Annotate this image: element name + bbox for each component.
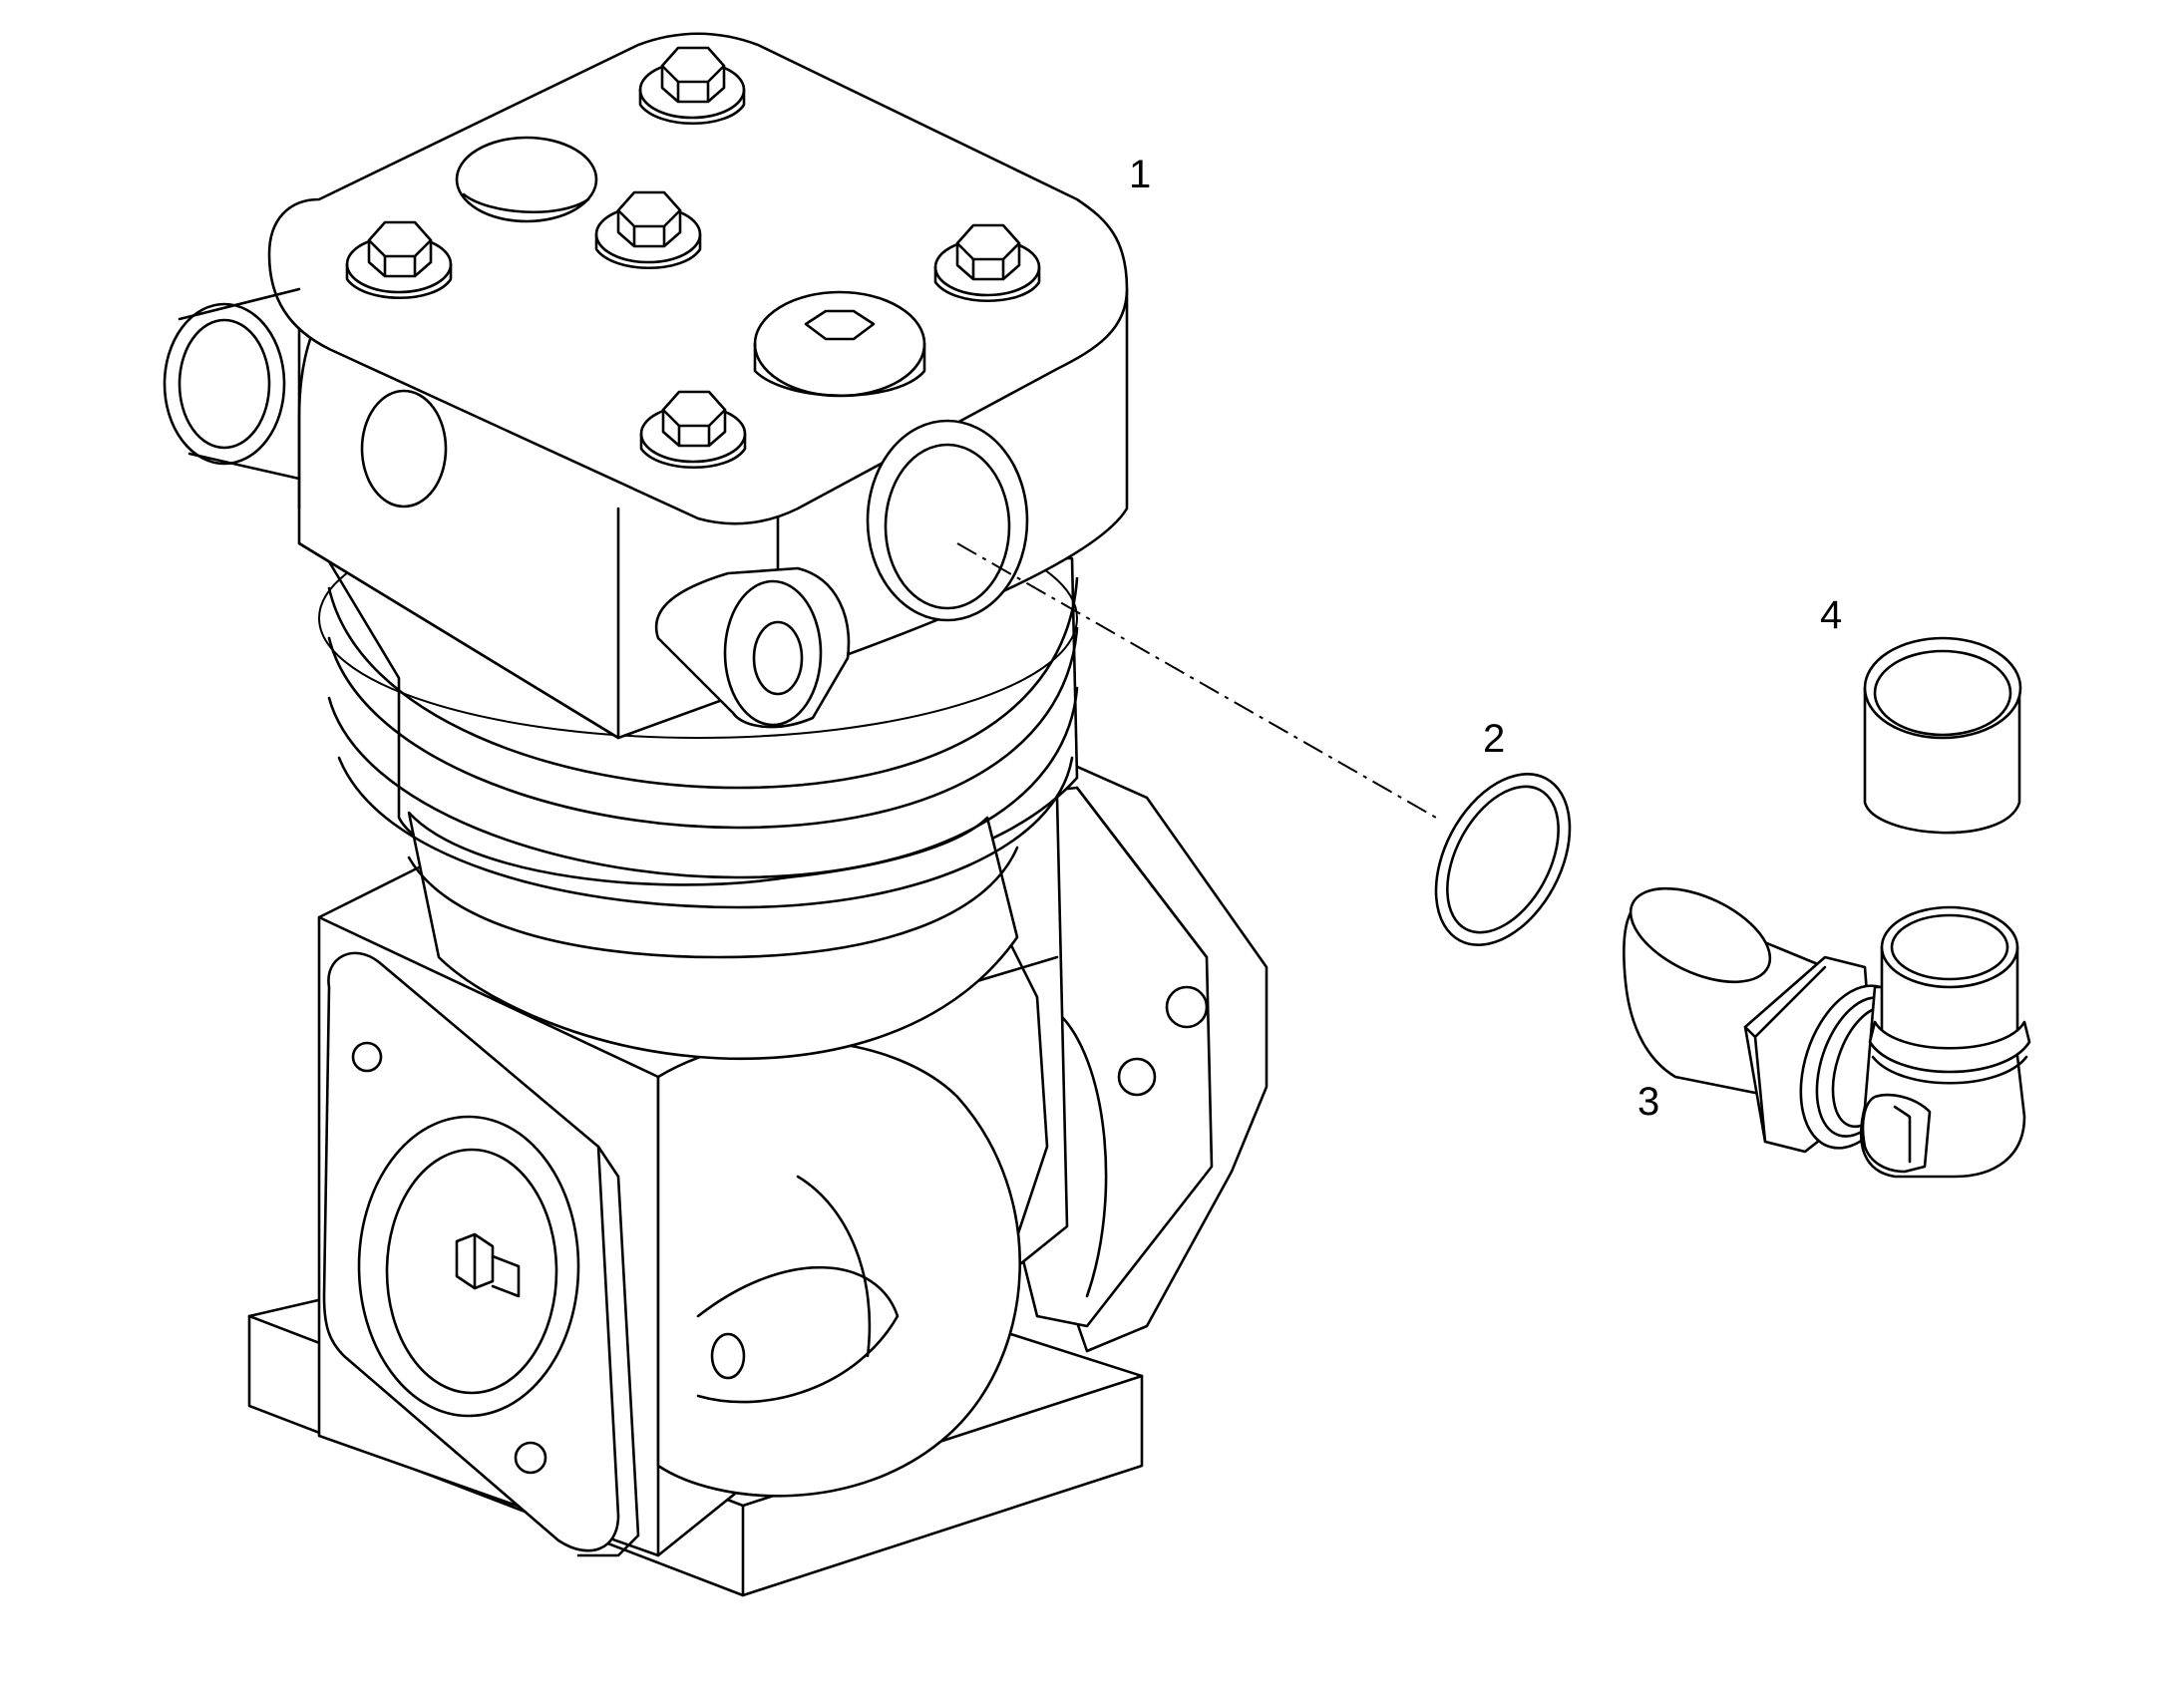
callout-part-2: 2 xyxy=(1483,717,1505,761)
protective-cap xyxy=(1863,636,2022,835)
sealing-ring xyxy=(1434,773,1572,946)
callout-part-1: 1 xyxy=(1129,153,1151,196)
head-bolt xyxy=(594,190,702,270)
callout-part-3: 3 xyxy=(1637,1080,1659,1124)
front-mounting-flange xyxy=(322,951,640,1557)
elbow-fitting xyxy=(1623,886,2031,1179)
head-bolt xyxy=(638,46,746,126)
head-bolt xyxy=(345,220,453,300)
head-bolt xyxy=(639,390,747,470)
cylinder-head xyxy=(163,32,1129,740)
callout-part-4: 4 xyxy=(1820,593,1842,637)
head-bolts xyxy=(345,46,1041,470)
head-bolt xyxy=(933,223,1041,303)
air-compressor-assembly xyxy=(163,32,1269,1597)
crank-lobe xyxy=(656,1039,1022,1498)
assembly-centerline xyxy=(956,542,1437,819)
